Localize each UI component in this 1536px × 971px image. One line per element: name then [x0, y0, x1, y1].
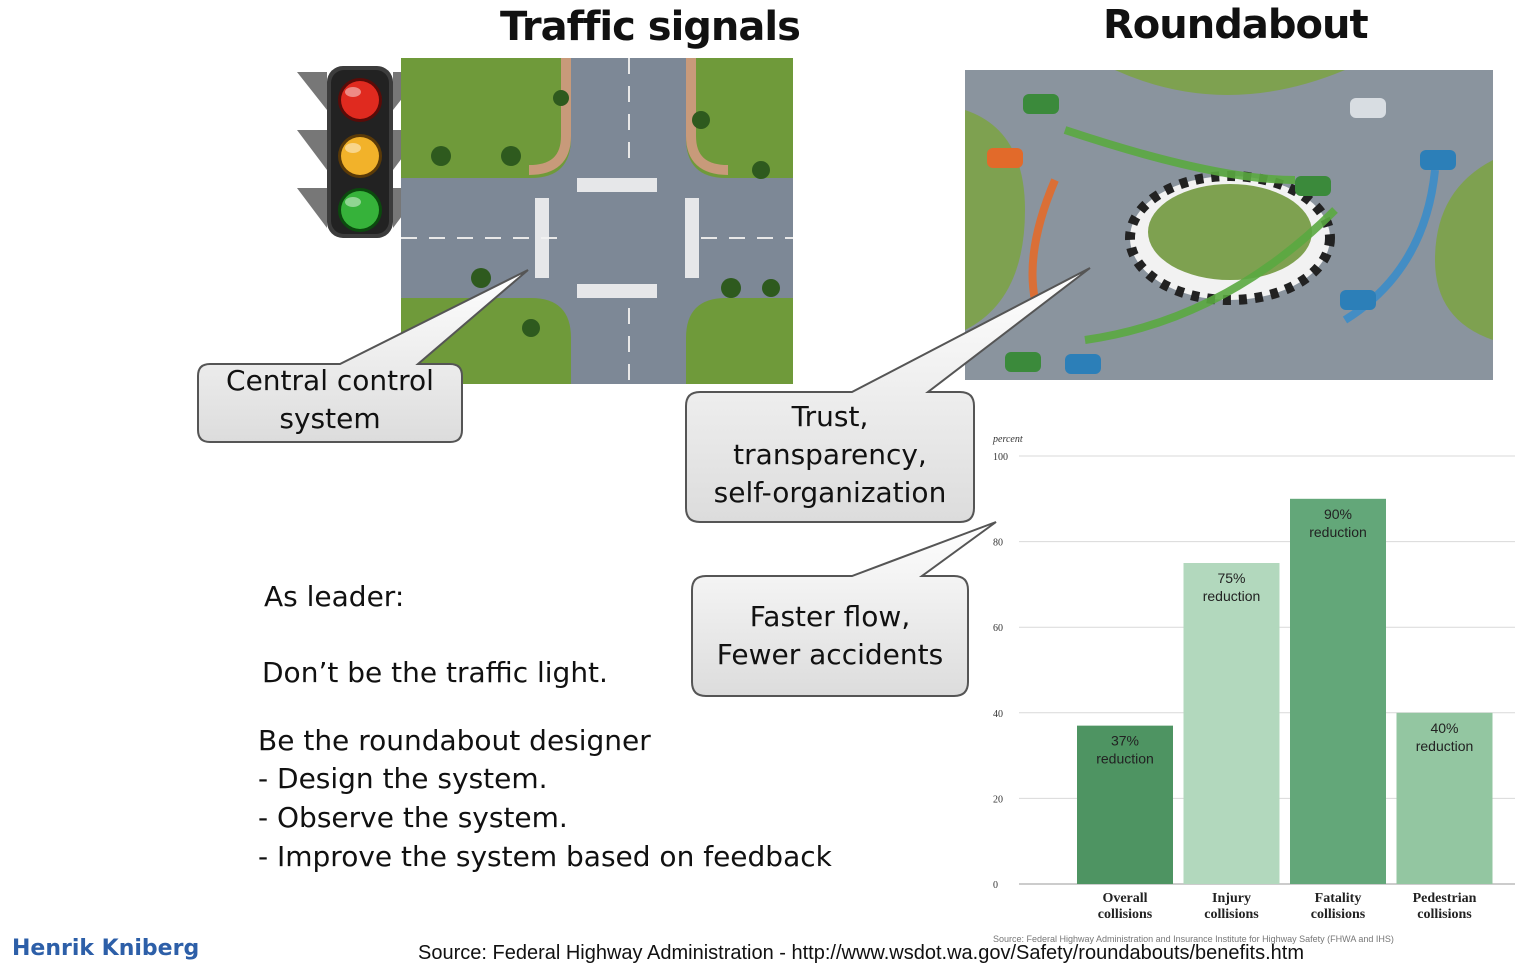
y-tick-label: 60	[993, 623, 1003, 634]
bar-data-label: reduction	[1416, 738, 1474, 754]
author-signature: Henrik Kniberg	[12, 936, 200, 961]
flow-text: Faster flow, Fewer accidents	[716, 600, 944, 671]
flow-bubble	[691, 521, 997, 697]
red-light	[341, 81, 379, 119]
intersection-image	[401, 58, 793, 384]
y-tick-label: 20	[993, 794, 1003, 805]
y-tick-label: 80	[993, 538, 1003, 549]
bar-overall	[1077, 725, 1173, 884]
leader-heading: As leader:	[264, 580, 405, 613]
trust-bubble	[685, 267, 1091, 523]
bullet-design: - Design the system.	[258, 762, 548, 795]
bar-fatality	[1290, 498, 1386, 884]
y-axis-label: percent	[992, 434, 1023, 445]
bullet-improve: - Improve the system based on feedback	[258, 840, 832, 873]
category-label: Injury	[1212, 891, 1251, 906]
central-control-text: Central control system	[226, 364, 434, 435]
category-label: collisions	[1204, 907, 1259, 922]
collision-reduction-chart: percent 0 20 40 60 80 100 37% reductionOverall…	[992, 434, 1515, 944]
bar-data-label: 75%	[1217, 570, 1245, 586]
green-light	[341, 191, 379, 229]
bar-pedestrian	[1396, 712, 1493, 884]
y-tick-label: 100	[993, 452, 1008, 463]
category-label: collisions	[1098, 907, 1153, 922]
y-tick-label: 40	[993, 709, 1003, 720]
category-label: collisions	[1311, 907, 1366, 922]
bullet-observe: - Observe the system.	[258, 801, 568, 834]
bar-injury	[1183, 563, 1280, 884]
y-tick-label: 0	[993, 880, 998, 891]
chart-source-note: Source: Federal Highway Administration a…	[993, 934, 1394, 944]
category-label: Fatality	[1315, 891, 1362, 906]
yellow-light	[341, 137, 379, 175]
bar-data-label: 40%	[1430, 720, 1458, 736]
trust-text: Trust, transparency, self-organization	[713, 400, 947, 509]
bar-data-label: reduction	[1096, 751, 1154, 767]
traffic-light-icon	[297, 66, 423, 238]
traffic-signals-title: Traffic signals	[500, 4, 801, 50]
bar-data-label: reduction	[1309, 524, 1367, 540]
bar-data-label: 90%	[1324, 506, 1352, 522]
roundabout-title: Roundabout	[1103, 2, 1369, 48]
be-designer-line: Be the roundabout designer	[258, 724, 651, 757]
source-footer: Source: Federal Highway Administration -…	[418, 942, 1304, 964]
category-label: Overall	[1102, 891, 1147, 906]
bar-data-label: 37%	[1111, 733, 1139, 749]
category-label: collisions	[1417, 907, 1472, 922]
roundabout-image	[965, 70, 1493, 380]
dont-be-line: Don’t be the traffic light.	[262, 656, 608, 689]
central-control-bubble	[197, 269, 529, 443]
bar-data-label: reduction	[1203, 588, 1261, 604]
category-label: Pedestrian	[1413, 891, 1477, 906]
